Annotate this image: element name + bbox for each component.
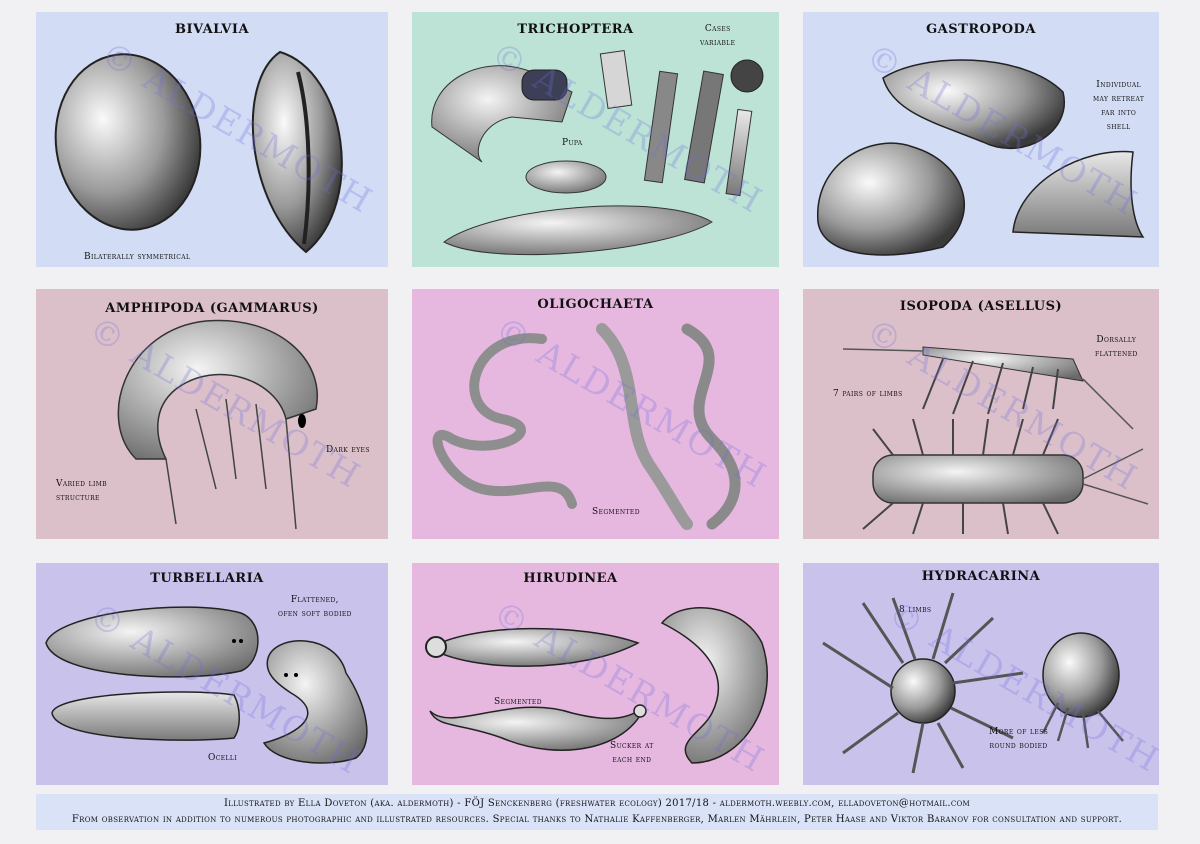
isopoda-illustration: [842, 346, 1149, 535]
hydracarina-illustration: [822, 592, 1124, 774]
label-ocelli: Ocelli: [208, 753, 238, 763]
panel-title: TURBELLARIA: [150, 571, 264, 586]
label-segmented: Segmented: [592, 507, 640, 517]
label-varied-limb-structure: Varied limb structure: [56, 479, 108, 503]
amphipoda-illustration: [117, 319, 318, 530]
panel-title: HIRUDINEA: [523, 571, 618, 586]
credits-footer: Illustrated by Ella Doveton (aka. alderm…: [36, 794, 1158, 830]
label-dark-eyes: Dark eyes: [326, 445, 370, 455]
bivalve-illustration: [54, 50, 343, 254]
label-bilaterally-symmetrical: Bilaterally symmetrical: [84, 252, 191, 262]
panel-gastropoda: GASTROPODA Individual may retreat far in…: [803, 12, 1159, 267]
panel-bivalvia: BIVALVIA Bilaterally symmetrical © ALDER…: [36, 12, 388, 267]
hirudinea-illustration: [425, 606, 768, 764]
label-segmented: Segmented: [494, 697, 542, 707]
panel-hydracarina: HYDRACARINA 8 limbs More of less round b…: [803, 563, 1159, 785]
label-dorsally-flattened: Dorsally flattened: [1095, 335, 1138, 359]
label-pupa: Pupa: [562, 138, 583, 148]
panel-turbellaria: TURBELLARIA Flattened, ofen soft bodied …: [36, 563, 388, 785]
credits-line-1: Illustrated by Ella Doveton (aka. alderm…: [224, 798, 970, 809]
panel-hirudinea: HIRUDINEA Segmented Sucker at each end ©…: [412, 563, 779, 785]
panel-title: HYDRACARINA: [921, 569, 1041, 584]
label-cases: Cases variable: [700, 24, 736, 48]
panel-title: TRICHOPTERA: [517, 22, 634, 37]
oligochaeta-illustration: [432, 323, 741, 530]
label-7-pairs-of-limbs: 7 pairs of limbs: [833, 389, 903, 399]
panel-oligochaeta: OLIGOCHAETA Segmented © ALDERMOTH: [412, 289, 779, 539]
panel-title: OLIGOCHAETA: [537, 297, 654, 312]
panel-title: GASTROPODA: [926, 22, 1036, 37]
panel-isopoda: ISOPODA (ASELLUS) Dorsally flattened 7 p…: [803, 289, 1159, 539]
panel-title: BIVALVIA: [174, 22, 250, 37]
panel-trichoptera: TRICHOPTERA Cases variable Pupa © ALDERM…: [412, 12, 779, 267]
panel-title: AMPHIPODA (GAMMARUS): [105, 301, 319, 316]
credits-line-2: From observation in addition to numerous…: [71, 814, 1123, 825]
label-8-limbs: 8 limbs: [899, 605, 932, 615]
turbellaria-illustration: [45, 606, 368, 764]
label-flattened-soft-bodied: Flattened, ofen soft bodied: [278, 595, 352, 619]
panel-title: ISOPODA (ASELLUS): [899, 299, 1063, 314]
label-individual-may-retreat: Individual may retreat far into shell: [1093, 80, 1145, 132]
label-sucker-at-each-end: Sucker at each end: [610, 741, 654, 765]
panel-amphipoda: AMPHIPODA (GAMMARUS) Dark eyes Varied li…: [36, 289, 388, 539]
label-round-bodied: More of less round bodied: [989, 727, 1049, 751]
trichoptera-illustration: [431, 50, 764, 256]
gastropoda-illustration: [817, 59, 1145, 256]
